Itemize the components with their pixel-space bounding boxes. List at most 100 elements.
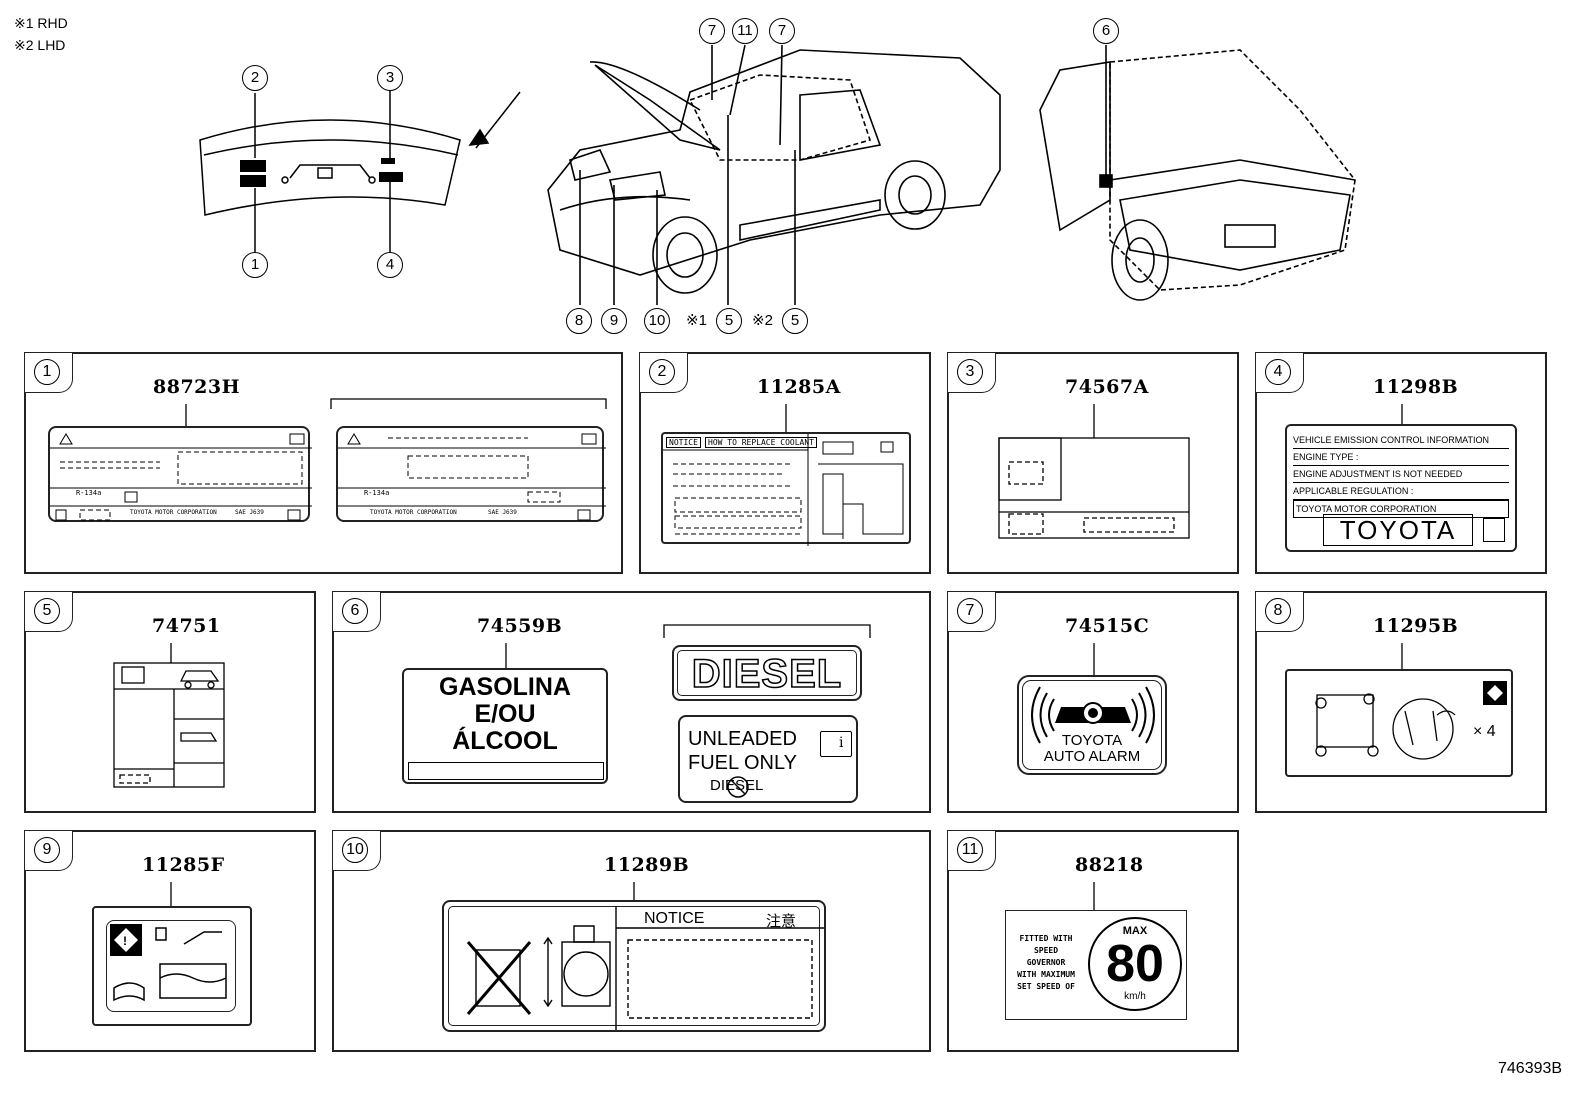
- panel-6: 6 74559B GASOLINA E/OU ÁLCOOL DIESEL UNL…: [332, 591, 931, 813]
- panel-6-index: 6: [342, 598, 368, 624]
- label-1a-refrigerant: R-134a: [76, 489, 102, 497]
- label-4-line1: VEHICLE EMISSION CONTROL INFORMATION: [1293, 432, 1509, 449]
- car-alarm-icon: [1031, 686, 1155, 744]
- label-8-multiplier: × 4: [1473, 723, 1496, 740]
- label-11-line1: FITTED WITH: [1019, 934, 1073, 943]
- callout-5b: 5: [782, 308, 808, 334]
- label-1b-refrigerant: R-134a: [364, 489, 390, 497]
- callout-9: 9: [601, 308, 627, 334]
- panel-7: 7 74515C TOYOTA AUTO ALARM: [947, 591, 1239, 813]
- panel-1-part-number: 88723H: [153, 376, 241, 398]
- panel-1-leaders: [185, 398, 607, 426]
- label-7-line1: TOYOTA: [1061, 732, 1123, 749]
- label-4-line4: APPLICABLE REGULATION :: [1293, 483, 1509, 500]
- panel-9: 9 11285F !: [24, 830, 316, 1052]
- label-6-gas-line1: GASOLINA: [439, 673, 571, 701]
- legend-rhd: ※1 RHD: [14, 15, 68, 31]
- panel-2-index: 2: [649, 359, 675, 385]
- panel-2: 2 11285A NOTICE HOW TO REPLACE COOLANT: [639, 352, 931, 574]
- panel-11-index: 11: [957, 837, 983, 863]
- panel-8-index: 8: [1265, 598, 1291, 624]
- panel-5: 5 74751: [24, 591, 316, 813]
- panel-9-part-number: 11285F: [142, 854, 225, 876]
- label-4: VEHICLE EMISSION CONTROL INFORMATION ENG…: [1285, 424, 1517, 552]
- label-11-line4: WITH MAXIMUM: [1017, 970, 1075, 979]
- panel-7-index: 7: [957, 598, 983, 624]
- callout-8: 8: [566, 308, 592, 334]
- figure-id: 746393B: [1498, 1060, 1563, 1077]
- label-6-unleaded: UNLEADED FUEL ONLY i DIESEL: [678, 715, 858, 803]
- label-4-line5: TOYOTA MOTOR CORPORATION: [1293, 500, 1509, 518]
- callout-6: 6: [1093, 18, 1119, 44]
- label-6-unleaded-line2: FUEL ONLY: [688, 752, 797, 774]
- label-7: TOYOTA AUTO ALARM: [1017, 675, 1167, 775]
- label-2-title: HOW TO REPLACE COOLANT: [705, 437, 817, 448]
- panel-2-part-number: 11285A: [757, 376, 841, 398]
- label-4-line2: ENGINE TYPE :: [1293, 449, 1509, 466]
- panel-3: 3 74567A: [947, 352, 1239, 574]
- label-2-notice: NOTICE: [666, 437, 701, 448]
- label-1b-maker: TOYOTA MOTOR CORPORATION: [370, 509, 457, 516]
- book-info-icon: i: [820, 731, 852, 757]
- lhd-mark: ※2: [752, 312, 773, 329]
- panel-7-part-number: 74515C: [1065, 615, 1150, 637]
- legend-lhd: ※2 LHD: [14, 37, 66, 53]
- label-2: NOTICE HOW TO REPLACE COOLANT: [661, 432, 911, 546]
- label-1b: R-134a TOYOTA MOTOR CORPORATION SAE J639: [336, 426, 606, 522]
- callout-10: 10: [644, 308, 670, 334]
- label-1a-sae: SAE J639: [235, 509, 264, 516]
- label-1a: R-134a TOYOTA MOTOR CORPORATION SAE J639: [48, 426, 312, 522]
- panel-5-index: 5: [34, 598, 60, 624]
- panel-11: 11 88218 FITTED WITH SPEED GOVERNOR WITH…: [947, 830, 1239, 1052]
- callout-7a: 7: [699, 18, 725, 44]
- panel-1: 1 88723H R-134a TOYOTA MO: [24, 352, 623, 574]
- panel-4: 4 11298B VEHICLE EMISSION CONTROL INFORM…: [1255, 352, 1547, 574]
- panel-6-part-number: 74559B: [477, 615, 563, 637]
- label-11-line2: SPEED: [1033, 946, 1059, 955]
- label-4-line3: ENGINE ADJUSTMENT IS NOT NEEDED: [1293, 466, 1509, 483]
- callout-4: 4: [377, 252, 403, 278]
- label-11-speed: 80: [1106, 935, 1164, 993]
- label-8: × 4: [1285, 669, 1513, 777]
- label-11-unit: km/h: [1124, 991, 1146, 1002]
- label-9: !: [92, 906, 252, 1026]
- label-6-gas-line2: E/OU: [474, 700, 536, 728]
- prohibition-icon: [727, 776, 749, 798]
- coolant-warning-icon: !: [110, 924, 227, 1002]
- label-11-line3: GOVERNOR: [1026, 958, 1066, 967]
- panel-4-index: 4: [1265, 359, 1291, 385]
- label-6-gas-line3: ÁLCOOL: [452, 727, 558, 755]
- label-4-brand: TOYOTA: [1323, 514, 1473, 546]
- label-11-line5: SET SPEED OF: [1017, 982, 1075, 991]
- panel-8-part-number: 11295B: [1373, 615, 1459, 637]
- panel-10-part-number: 11289B: [604, 854, 690, 876]
- panel-3-part-number: 74567A: [1065, 376, 1149, 398]
- hood-panel-drawing: [199, 44, 1356, 305]
- label-11: FITTED WITH SPEED GOVERNOR WITH MAXIMUM …: [1005, 910, 1187, 1020]
- label-6-diesel-text: DIESEL: [691, 651, 843, 697]
- label-10-notice-jp: 注意: [766, 912, 797, 930]
- label-1b-sae: SAE J639: [488, 509, 517, 516]
- callout-2: 2: [242, 65, 268, 91]
- callout-3: 3: [377, 65, 403, 91]
- reservoir-diagram: [466, 906, 824, 1030]
- label-5: [113, 643, 225, 788]
- label-6-diesel: DIESEL: [672, 645, 862, 701]
- label-6-unleaded-line1: UNLEADED: [688, 728, 797, 750]
- engine-mount-diagram: [1315, 681, 1507, 760]
- label-10-notice: NOTICE: [644, 910, 705, 927]
- panel-4-part-number: 11298B: [1373, 376, 1459, 398]
- panel-10: 10 11289B NOTICE 注意: [332, 830, 931, 1052]
- panel-3-index: 3: [957, 359, 983, 385]
- label-3: [998, 404, 1190, 539]
- label-1a-maker: TOYOTA MOTOR CORPORATION: [130, 509, 217, 516]
- panel-11-part-number: 88218: [1075, 854, 1144, 876]
- legend: ※1 RHD ※2 LHD: [14, 12, 68, 56]
- label-6-gasolina: GASOLINA E/OU ÁLCOOL: [402, 668, 608, 784]
- callout-11: 11: [732, 18, 758, 44]
- label-10: NOTICE 注意: [442, 900, 826, 1032]
- panel-8: 8 11295B × 4: [1255, 591, 1547, 813]
- callout-7b: 7: [769, 18, 795, 44]
- panel-9-index: 9: [34, 837, 60, 863]
- label-4-symbol: [1483, 518, 1505, 542]
